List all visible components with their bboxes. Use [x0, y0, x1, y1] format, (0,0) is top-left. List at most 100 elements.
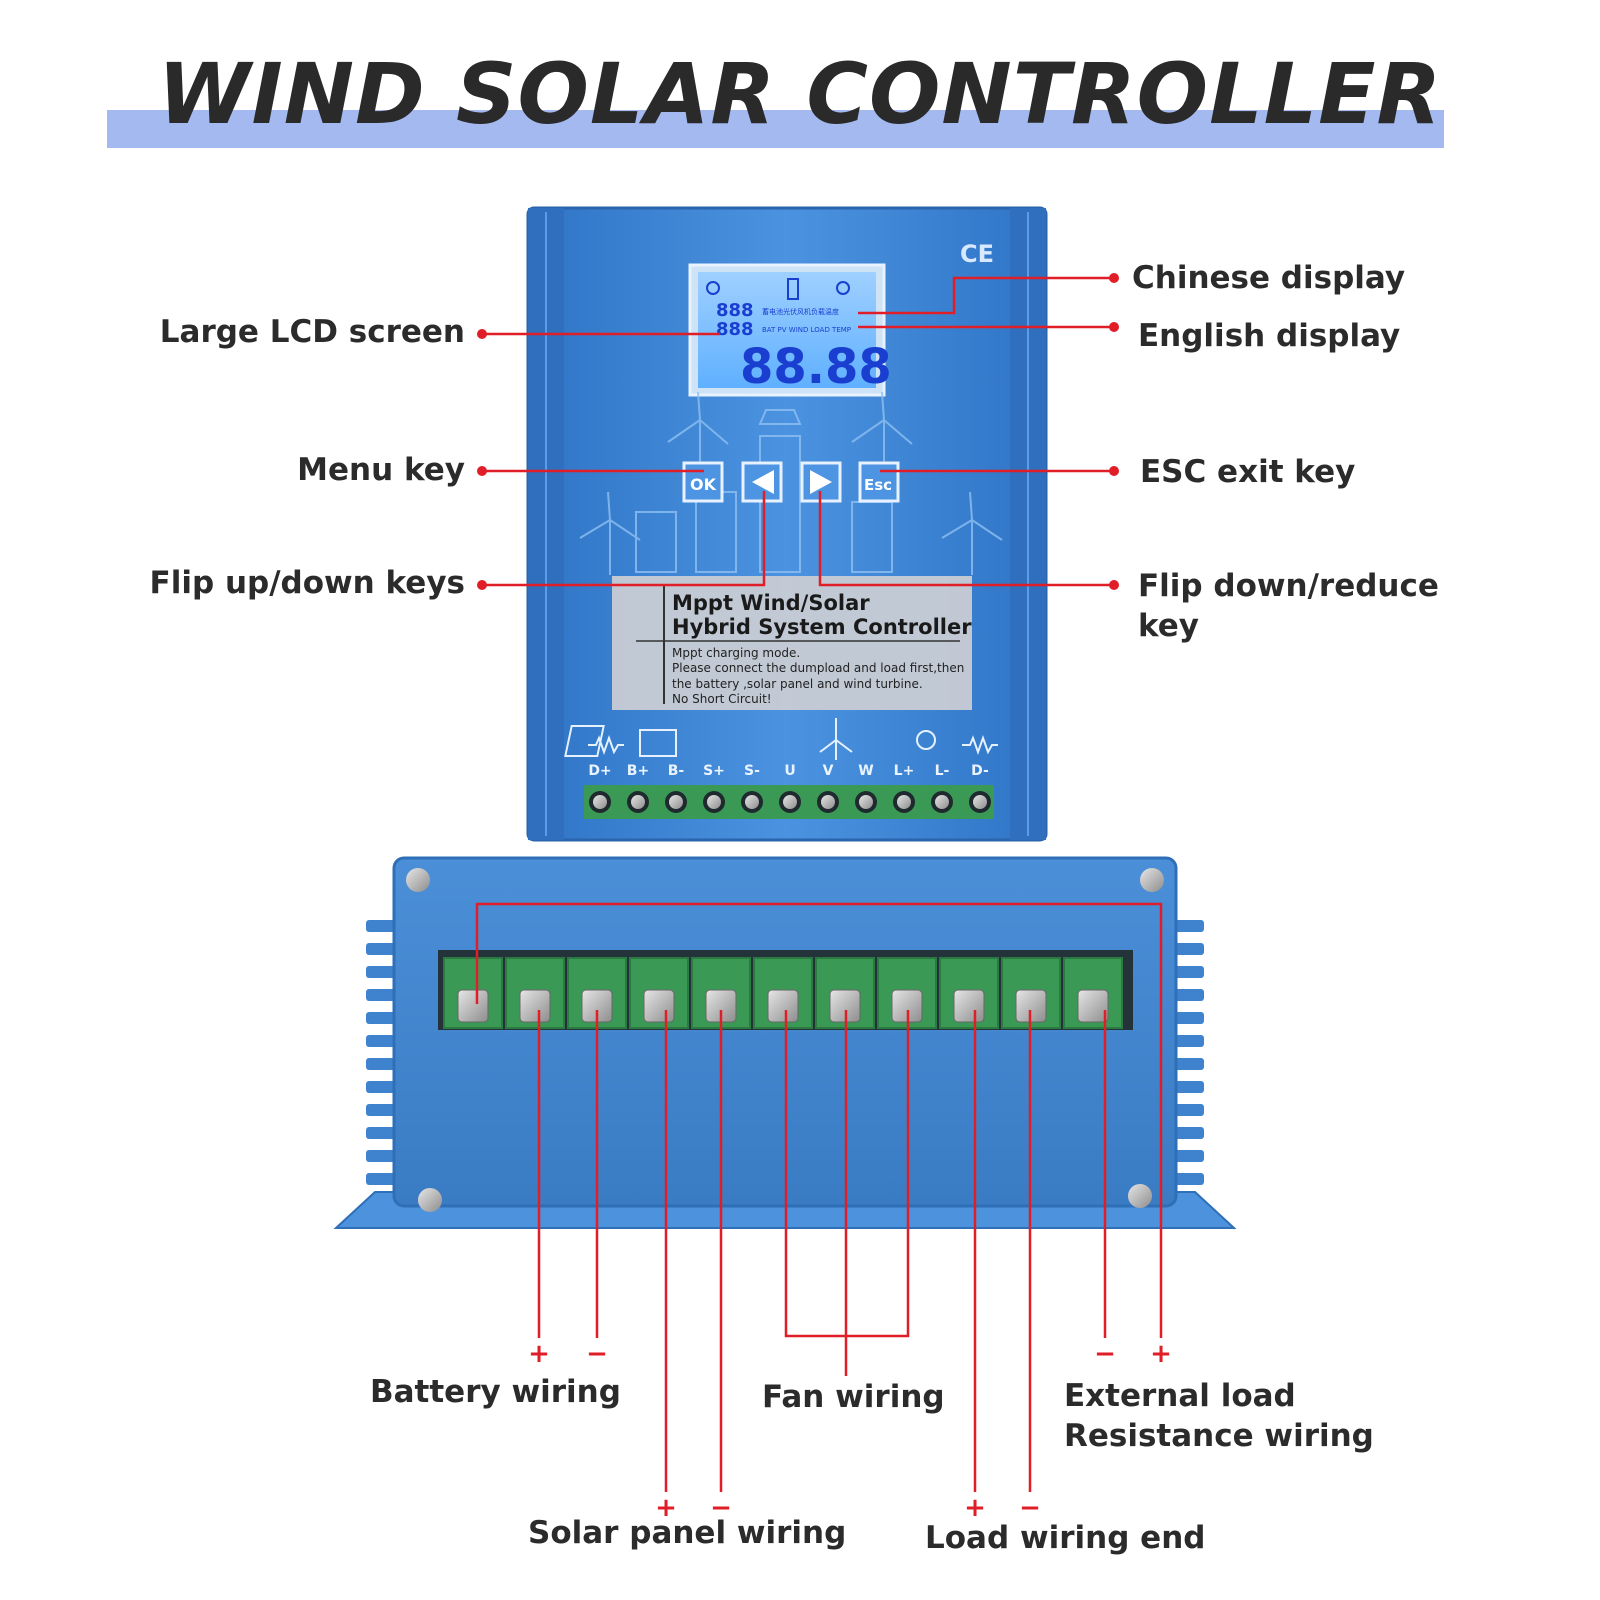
- front-terminal-screws: [589, 791, 991, 813]
- front-terminal-label: D-: [971, 763, 989, 779]
- leader-fan: [784, 1010, 910, 1376]
- front-terminal-label: U: [784, 763, 795, 779]
- front-terminal-label: V: [823, 763, 834, 779]
- callout-flip-down-line1: Flip down/reduce: [1138, 568, 1439, 604]
- esc-key[interactable]: [858, 461, 900, 503]
- solar-neg-sign: −: [710, 1493, 732, 1523]
- terminal-screw[interactable]: [767, 989, 799, 1023]
- leader-ext-pos: [475, 902, 1163, 1338]
- front-terminal-screw-head: [707, 795, 721, 809]
- heat-fin: [1172, 989, 1204, 1001]
- left-arrow-icon: [752, 470, 774, 494]
- leader-dots: [477, 273, 1119, 590]
- heat-fin: [1172, 1012, 1204, 1024]
- resistor-icon-2: [962, 735, 998, 755]
- panel-note-4: No Short Circuit!: [672, 692, 772, 706]
- wind-turbine-icon: [819, 718, 853, 760]
- front-terminal-screw-head: [821, 795, 835, 809]
- lcd-small-readout-2: 888: [716, 319, 754, 340]
- leader-chinese: [858, 276, 1114, 315]
- heat-fin: [366, 1035, 398, 1047]
- front-terminal-label: W: [858, 763, 873, 779]
- front-terminal-screw-head: [973, 795, 987, 809]
- terminal-icons: [564, 718, 998, 760]
- callout-menu-key: Menu key: [297, 452, 465, 488]
- lamp-icon: [916, 730, 936, 750]
- ce-mark: CE: [960, 240, 994, 268]
- resistor-icon: [588, 735, 624, 755]
- corner-screw: [1128, 1184, 1152, 1208]
- ext-neg-sign: −: [1094, 1339, 1116, 1369]
- front-terminal-screw-head: [631, 795, 645, 809]
- load-pos-sign: +: [964, 1493, 986, 1523]
- heat-fin: [1172, 1104, 1204, 1116]
- heat-fin: [1172, 966, 1204, 978]
- heat-fin: [1172, 1173, 1204, 1185]
- front-terminal-screw-head: [783, 795, 797, 809]
- info-panel: [612, 576, 972, 710]
- solar-pos-sign: +: [655, 1493, 677, 1523]
- wiring-fan: Fan wiring: [762, 1379, 945, 1415]
- leader-flip-down: [818, 491, 1114, 587]
- front-terminal-label: L+: [894, 763, 915, 779]
- battery-icon: [639, 729, 677, 757]
- leader-flip-up: [482, 491, 766, 587]
- lcd-bulb-icon: [836, 281, 850, 295]
- lcd-small-readout-1: 888: [716, 300, 754, 321]
- front-keypad: OK Esc: [682, 461, 900, 503]
- wiring-solar-panel: Solar panel wiring: [528, 1515, 847, 1551]
- front-terminal-label: D+: [588, 763, 611, 779]
- heat-fin: [1172, 1150, 1204, 1162]
- corner-screw: [418, 1188, 442, 1212]
- heat-fin: [1172, 1058, 1204, 1070]
- front-terminal-label: L-: [935, 763, 950, 779]
- wiring-battery: Battery wiring: [370, 1374, 621, 1410]
- corner-screw: [1140, 868, 1164, 892]
- heat-fin: [1172, 920, 1204, 932]
- front-terminal-label: B+: [627, 763, 649, 779]
- heat-fin: [366, 1012, 398, 1024]
- front-terminal-label: S+: [703, 763, 725, 779]
- heat-fin: [366, 1150, 398, 1162]
- heat-fin: [366, 943, 398, 955]
- wiring-external-line2: Resistance wiring: [1064, 1418, 1374, 1454]
- terminal-screw[interactable]: [519, 989, 551, 1023]
- front-terminal-screw-head: [745, 795, 759, 809]
- terminal-screw[interactable]: [457, 989, 489, 1023]
- terminal-screw[interactable]: [1077, 989, 1109, 1023]
- panel-note-3: the battery ,solar panel and wind turbin…: [672, 677, 923, 691]
- heat-fin: [366, 1081, 398, 1093]
- terminal-screw[interactable]: [643, 989, 675, 1023]
- ext-pos-sign: +: [1150, 1339, 1172, 1369]
- heat-fin: [366, 920, 398, 932]
- callout-flip-up-down: Flip up/down keys: [149, 565, 465, 601]
- heat-fin: [366, 1173, 398, 1185]
- battery-pos-sign: +: [528, 1339, 550, 1369]
- front-unit: CE 888 888 蓄电池光伏风机负载温度 BAT PV WIND LOAD …: [526, 206, 1048, 842]
- heat-fin: [1172, 1035, 1204, 1047]
- battery-neg-sign: −: [586, 1339, 608, 1369]
- corner-screw: [406, 868, 430, 892]
- ok-key-label: OK: [690, 475, 717, 494]
- lcd-sun-icon: [706, 281, 720, 295]
- heat-fin: [1172, 1127, 1204, 1139]
- front-terminal-screw-head: [897, 795, 911, 809]
- front-terminal-screw-head: [669, 795, 683, 809]
- heat-fin: [366, 989, 398, 1001]
- panel-note-2: Please connect the dumpload and load fir…: [672, 661, 964, 675]
- front-terminal-label: S-: [744, 763, 760, 779]
- ok-menu-key[interactable]: [682, 461, 724, 503]
- lcd-battery-icon: [787, 278, 799, 300]
- callout-english-display: English display: [1138, 318, 1401, 354]
- front-terminal-screw-head: [859, 795, 873, 809]
- callout-flip-down-line2: key: [1138, 608, 1200, 644]
- leader-lines: [475, 276, 1163, 1492]
- heat-fin: [366, 1127, 398, 1139]
- title-underline-bar: [107, 110, 1444, 148]
- terminal-screw[interactable]: [953, 989, 985, 1023]
- lcd-chinese-row: 蓄电池光伏风机负载温度: [762, 307, 839, 316]
- polarity-signs: + − + − + − − +: [528, 1339, 1172, 1523]
